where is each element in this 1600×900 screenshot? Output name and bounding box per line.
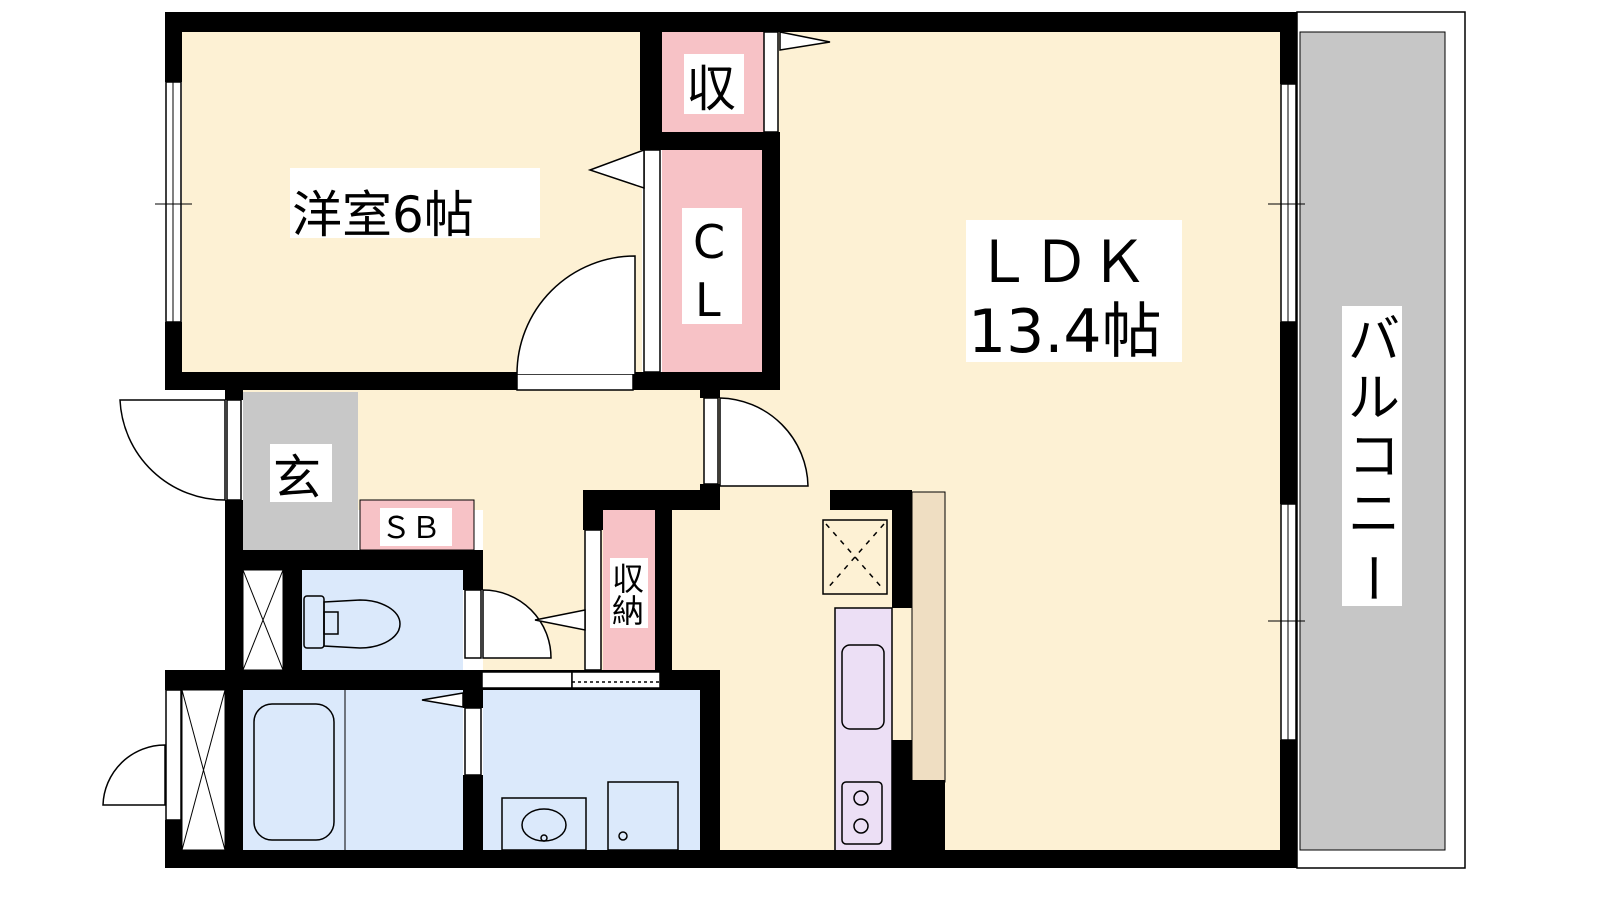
storage-small-label: 収 bbox=[686, 60, 736, 118]
ldk-size-label: 13.4帖 bbox=[968, 297, 1162, 367]
shoe-box-label: ＳＢ bbox=[381, 511, 441, 546]
closet-label-c: C bbox=[693, 215, 725, 269]
ldk-label: ＬＤＫ bbox=[974, 228, 1148, 296]
entrance-label: 玄 bbox=[273, 450, 321, 506]
doors bbox=[102, 31, 831, 806]
balcony-label: バ ル コ ニ ー bbox=[1341, 311, 1401, 604]
closet-label-l: L bbox=[695, 273, 721, 327]
kitchen-side bbox=[911, 491, 946, 783]
storage-hall-label-1: 収 bbox=[612, 560, 644, 598]
toilet-icon bbox=[303, 595, 401, 649]
shelf-icons bbox=[181, 569, 284, 851]
toilet-room bbox=[302, 570, 463, 670]
bathroom bbox=[243, 690, 463, 850]
sink-icon bbox=[841, 644, 885, 730]
svg-text:ル: ル bbox=[1348, 369, 1400, 429]
svg-text:ー: ー bbox=[1341, 552, 1401, 604]
bathtub-icon bbox=[253, 703, 335, 841]
storage-hall-label-2: 納 bbox=[612, 592, 644, 630]
svg-text:バ: バ bbox=[1348, 311, 1400, 371]
svg-text:ニ: ニ bbox=[1348, 485, 1400, 545]
washroom bbox=[483, 690, 703, 850]
svg-text:コ: コ bbox=[1348, 427, 1400, 487]
washbasin-icon bbox=[501, 781, 679, 851]
ldk-room bbox=[720, 32, 1282, 852]
walls bbox=[165, 12, 1297, 868]
fridge-space-icon bbox=[822, 519, 888, 595]
western-room-label: 洋室6帖 bbox=[292, 186, 474, 244]
stove-icon bbox=[841, 781, 883, 845]
